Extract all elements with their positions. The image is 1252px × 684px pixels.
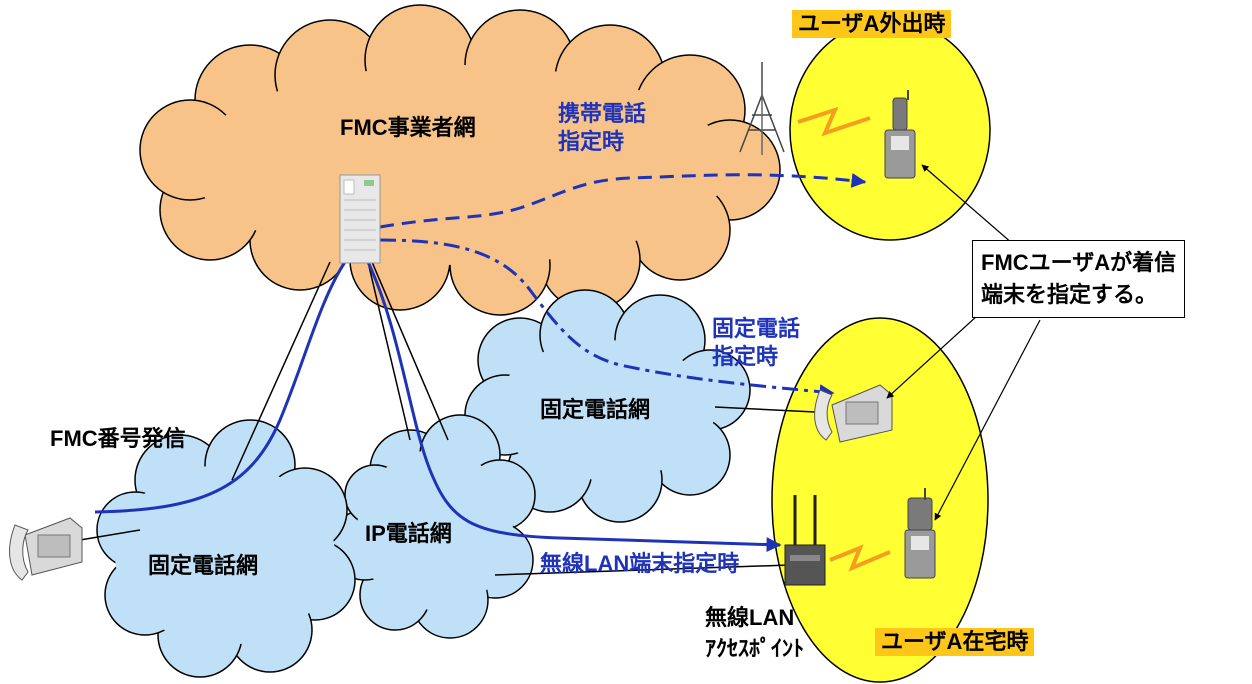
ip-network-label: IP電話網: [365, 521, 452, 546]
route-mobile-dashed: [379, 173, 867, 229]
fixed-network-left-label: 固定電話網: [148, 553, 259, 578]
mobile-phone-icon: [884, 90, 916, 179]
designation-callout: FMCユーザAが着信 端末を指定する。: [972, 240, 1186, 318]
fmc-carrier-network-label: FMC事業者網: [340, 115, 476, 140]
desk-phone-icon: [9, 517, 83, 581]
signal-zigzag-icon: [797, 106, 871, 137]
radio-tower-icon: [739, 62, 785, 155]
mobile-phone-icon: [904, 488, 936, 579]
wlan-designated-label: 無線LAN端末指定時: [540, 551, 740, 576]
wlan-access-point-label: 無線LAN ｱｸｾｽﾎﾟｲﾝﾄ: [705, 605, 805, 661]
desk-phone-icon: [814, 384, 893, 443]
fixed-designated-label: 固定電話 指定時: [712, 316, 801, 369]
wireless-router-icon: [784, 495, 826, 586]
user-a-outside-tag: ユーザA外出時: [792, 10, 952, 38]
route-fixed-dashdot: [379, 238, 835, 400]
server-icon: [339, 174, 381, 264]
route-fmc-call: [94, 261, 347, 514]
route-wlan: [366, 261, 782, 553]
mobile-designated-label: 携帯電話 指定時: [558, 101, 647, 154]
fixed-network-center-label: 固定電話網: [540, 397, 651, 422]
signal-zigzag-icon: [829, 544, 891, 572]
network-links: [79, 261, 816, 576]
fmc-number-call-label: FMC番号発信: [50, 426, 186, 451]
user-a-home-tag: ユーザA在宅時: [875, 628, 1035, 656]
